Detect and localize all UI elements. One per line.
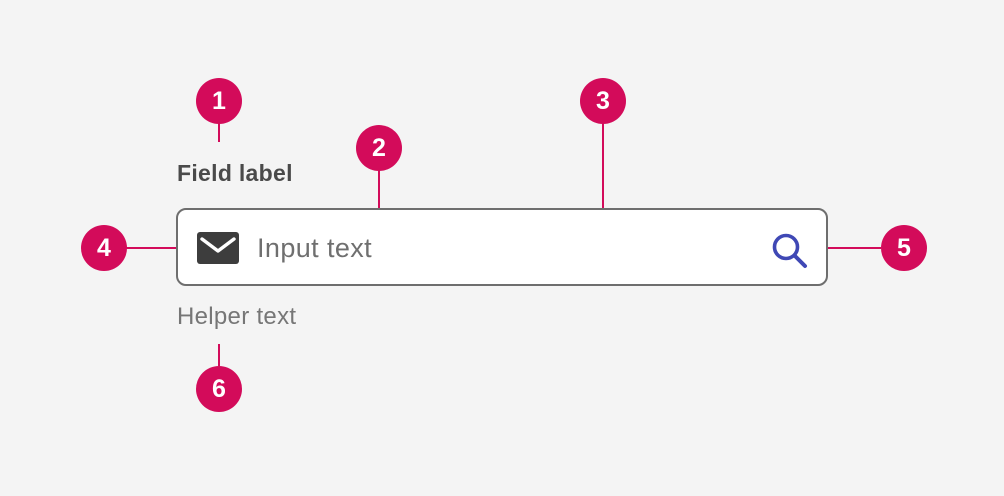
marker-4: 4 bbox=[81, 225, 127, 271]
search-icon[interactable] bbox=[771, 232, 809, 270]
helper-text: Helper text bbox=[177, 303, 297, 330]
input-placeholder[interactable]: Input text bbox=[257, 233, 373, 263]
marker-3: 3 bbox=[580, 78, 626, 124]
marker-5: 5 bbox=[881, 225, 927, 271]
leader-line-3 bbox=[602, 122, 604, 208]
marker-6: 6 bbox=[196, 366, 242, 412]
leader-line-6 bbox=[218, 344, 220, 366]
text-input[interactable]: Input text bbox=[176, 208, 828, 286]
mail-icon bbox=[197, 232, 239, 264]
leader-line-4 bbox=[126, 247, 196, 249]
leader-line-2 bbox=[378, 170, 380, 231]
field-label: Field label bbox=[177, 160, 293, 186]
marker-1: 1 bbox=[196, 78, 242, 124]
marker-2: 2 bbox=[356, 125, 402, 171]
leader-line-1 bbox=[218, 122, 220, 142]
leader-line-5 bbox=[815, 247, 881, 249]
